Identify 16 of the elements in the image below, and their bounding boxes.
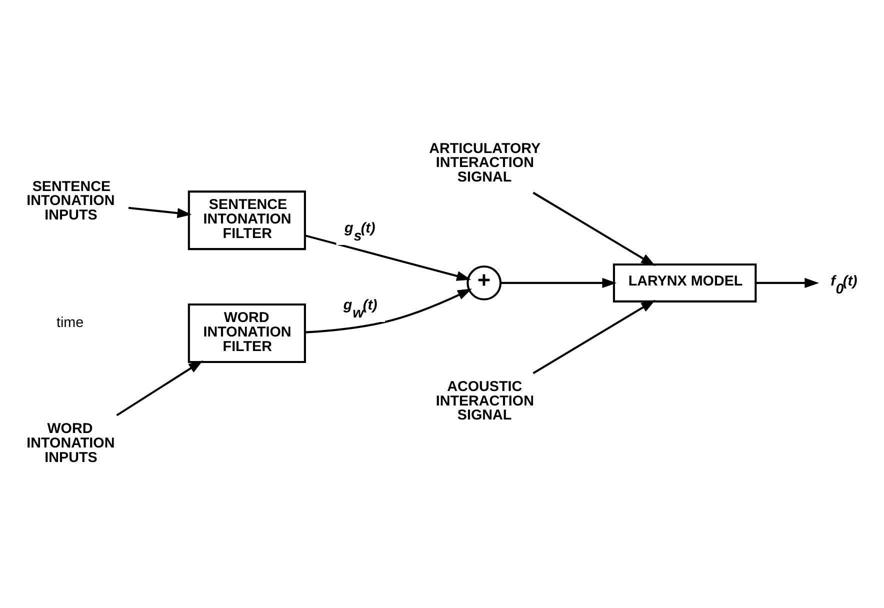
node-text: SENTENCE INTONATION INPUTS xyxy=(26,178,115,224)
label: time xyxy=(56,314,84,331)
arrow xyxy=(532,300,656,374)
arrow xyxy=(116,360,204,416)
node-box: LARYNX MODEL xyxy=(612,263,757,302)
arrow xyxy=(532,192,656,266)
arrow xyxy=(500,278,617,288)
node-box: SENTENCE INTONATION FILTER xyxy=(188,190,306,250)
node-text: ARTICULATORY INTERACTION SIGNAL xyxy=(429,140,541,186)
arrow xyxy=(756,278,820,288)
arrow xyxy=(128,206,192,218)
node-box: WORD INTONATION FILTER xyxy=(188,303,306,364)
node-text: WORD INTONATION INPUTS xyxy=(26,421,115,466)
node-text: ACOUSTIC INTERACTION SIGNAL xyxy=(436,378,534,424)
arrow xyxy=(304,234,472,281)
node-circle: + xyxy=(466,266,502,300)
